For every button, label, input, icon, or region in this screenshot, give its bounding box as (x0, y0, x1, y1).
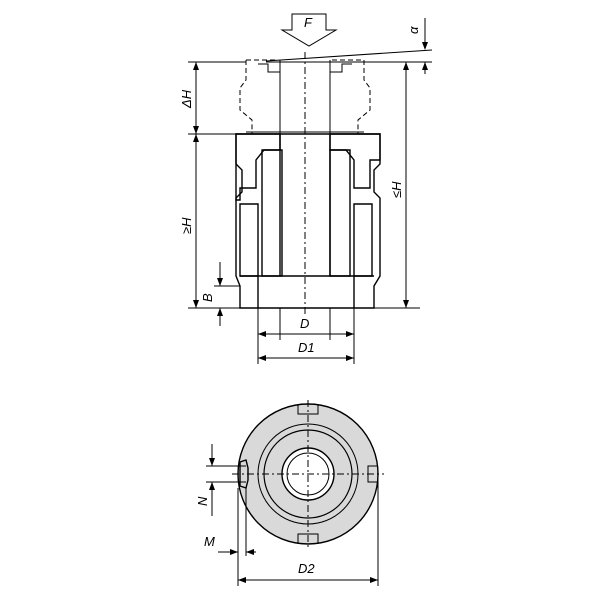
delta-h-label: ΔH (179, 89, 194, 109)
sleeve-section-left (235, 133, 283, 277)
d-label: D (300, 316, 309, 331)
angle-label: α (406, 26, 421, 34)
angle-dimension (265, 18, 433, 74)
min-height-label: ≥H (179, 217, 194, 234)
b-dimension (214, 262, 240, 326)
force-arrow-icon (280, 13, 338, 47)
delta-h-dimension (188, 61, 246, 135)
max-height-label: ≤H (389, 181, 404, 198)
n-label: N (195, 496, 210, 506)
force-label: F (304, 15, 313, 30)
b-label: B (200, 293, 215, 302)
min-height-dimension (188, 134, 240, 309)
upper-element-phantom (239, 59, 371, 134)
n-dimension (206, 444, 246, 516)
d2-label: D2 (298, 561, 315, 576)
max-height-dimension (364, 61, 420, 309)
plan-view (232, 400, 384, 548)
sleeve-section-right (329, 133, 381, 277)
m-dimension (218, 488, 256, 586)
d2-dimension (238, 474, 379, 586)
d-dimension (258, 308, 354, 340)
d1-label: D1 (298, 340, 315, 355)
d1-dimension (257, 308, 355, 364)
m-label: M (204, 534, 215, 549)
